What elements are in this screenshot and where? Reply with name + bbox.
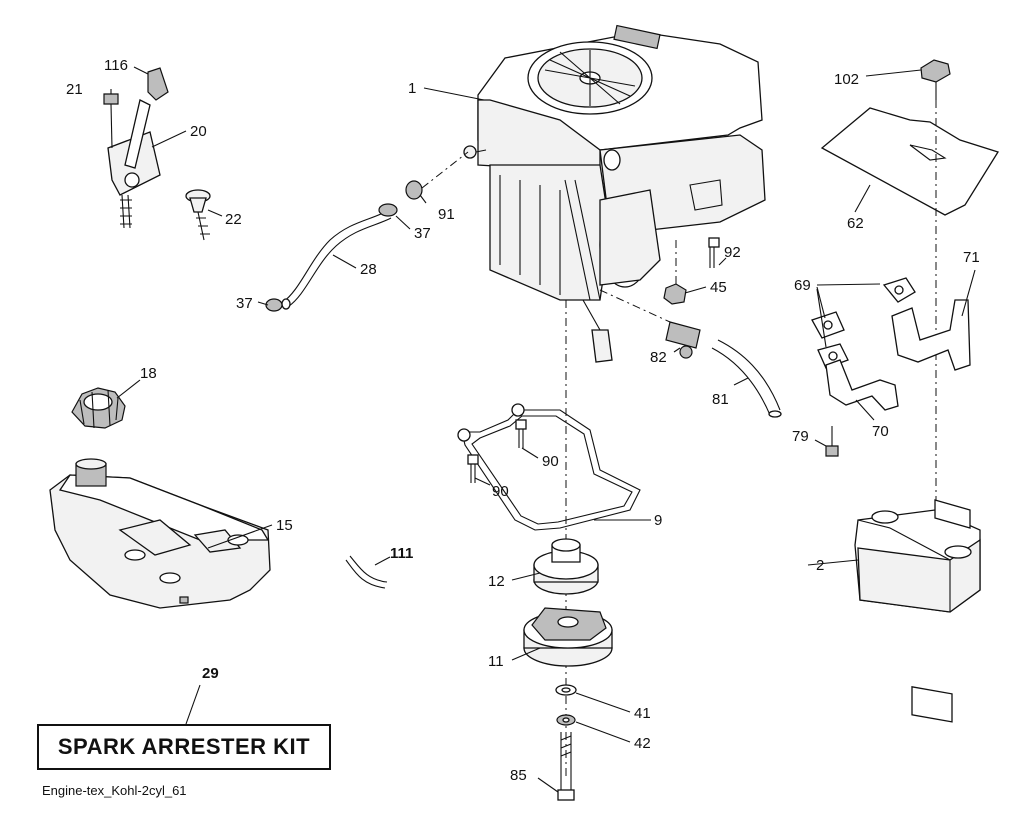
callout-42: 42 <box>634 735 651 752</box>
callout-9: 9 <box>654 512 662 529</box>
callout-90-lower: 90 <box>492 483 509 500</box>
callout-45: 45 <box>710 279 727 296</box>
exhaust-pipe-part-71 <box>891 299 971 371</box>
callout-102: 102 <box>834 71 859 88</box>
callout-12: 12 <box>488 573 505 590</box>
callout-21: 21 <box>66 81 83 98</box>
choke-knob-part-22 <box>185 189 211 241</box>
fitting-part-91 <box>405 151 469 200</box>
callout-71: 71 <box>963 249 980 266</box>
callout-28: 28 <box>360 261 377 278</box>
callout-11: 11 <box>488 653 504 670</box>
callout-41: 41 <box>634 705 651 722</box>
engine-part-1 <box>463 24 766 363</box>
callout-29: 29 <box>202 665 219 682</box>
callout-20: 20 <box>190 123 207 140</box>
callout-18: 18 <box>140 365 157 382</box>
breather-fitting-part-82 <box>599 289 701 359</box>
callout-2: 2 <box>816 557 824 574</box>
muffler-part-2 <box>854 499 981 723</box>
callout-15: 15 <box>276 517 293 534</box>
hose-part-111 <box>345 555 388 589</box>
exhaust-pipe-part-70 <box>825 359 899 411</box>
throttle-control-part-20 <box>107 99 161 229</box>
callout-91: 91 <box>438 206 455 223</box>
pto-clutch-part-11 <box>523 607 613 667</box>
callout-37-lower: 37 <box>236 295 253 312</box>
callout-85: 85 <box>510 767 527 784</box>
bolt-part-90-lower <box>467 454 479 483</box>
knob-part-116 <box>147 67 169 101</box>
callout-116: 116 <box>104 57 128 74</box>
bolt-part-21 <box>103 93 119 149</box>
fuel-cap-part-18 <box>71 387 126 429</box>
callout-1: 1 <box>408 80 416 97</box>
nut-part-45 <box>663 240 687 305</box>
callout-81: 81 <box>712 391 729 408</box>
bolt-part-79 <box>825 426 839 457</box>
leader-lines <box>110 66 976 793</box>
washer-part-41 <box>555 684 577 696</box>
bolt-part-92 <box>708 237 720 268</box>
callout-62: 62 <box>847 215 864 232</box>
breather-hose-part-81 <box>711 339 782 418</box>
pulley-part-12 <box>533 538 599 595</box>
diagram-caption: Engine-tex_Kohl-2cyl_61 <box>42 783 187 798</box>
clamp-part-37-upper <box>378 203 398 217</box>
gasket-part-69-a <box>882 277 916 303</box>
knob-part-102 <box>920 59 951 500</box>
callout-70: 70 <box>872 423 889 440</box>
washer-part-42 <box>556 714 576 726</box>
callout-82: 82 <box>650 349 667 366</box>
callout-22: 22 <box>225 211 242 228</box>
callout-69: 69 <box>794 277 811 294</box>
bolt-part-90-upper <box>515 419 527 448</box>
bolt-part-85 <box>557 732 575 801</box>
clamp-part-37-lower <box>265 298 283 312</box>
callout-92: 92 <box>724 244 741 261</box>
callout-labels: 1 2 9 11 12 15 18 20 21 22 28 29 37 37 4… <box>66 57 980 784</box>
fuel-tank-part-15 <box>49 458 271 609</box>
callout-37-upper: 37 <box>414 225 431 242</box>
bracket-part-9 <box>457 403 641 531</box>
spark-arrester-kit-box: SPARK ARRESTER KIT <box>37 724 331 770</box>
cover-plate-part-62 <box>820 107 999 216</box>
gasket-part-69-b <box>811 311 845 339</box>
callout-90-upper: 90 <box>542 453 559 470</box>
spark-arrester-kit-label: SPARK ARRESTER KIT <box>57 734 311 759</box>
callout-111: 111 <box>390 545 413 562</box>
fuel-line-part-28 <box>281 211 392 310</box>
callout-79: 79 <box>792 428 809 445</box>
